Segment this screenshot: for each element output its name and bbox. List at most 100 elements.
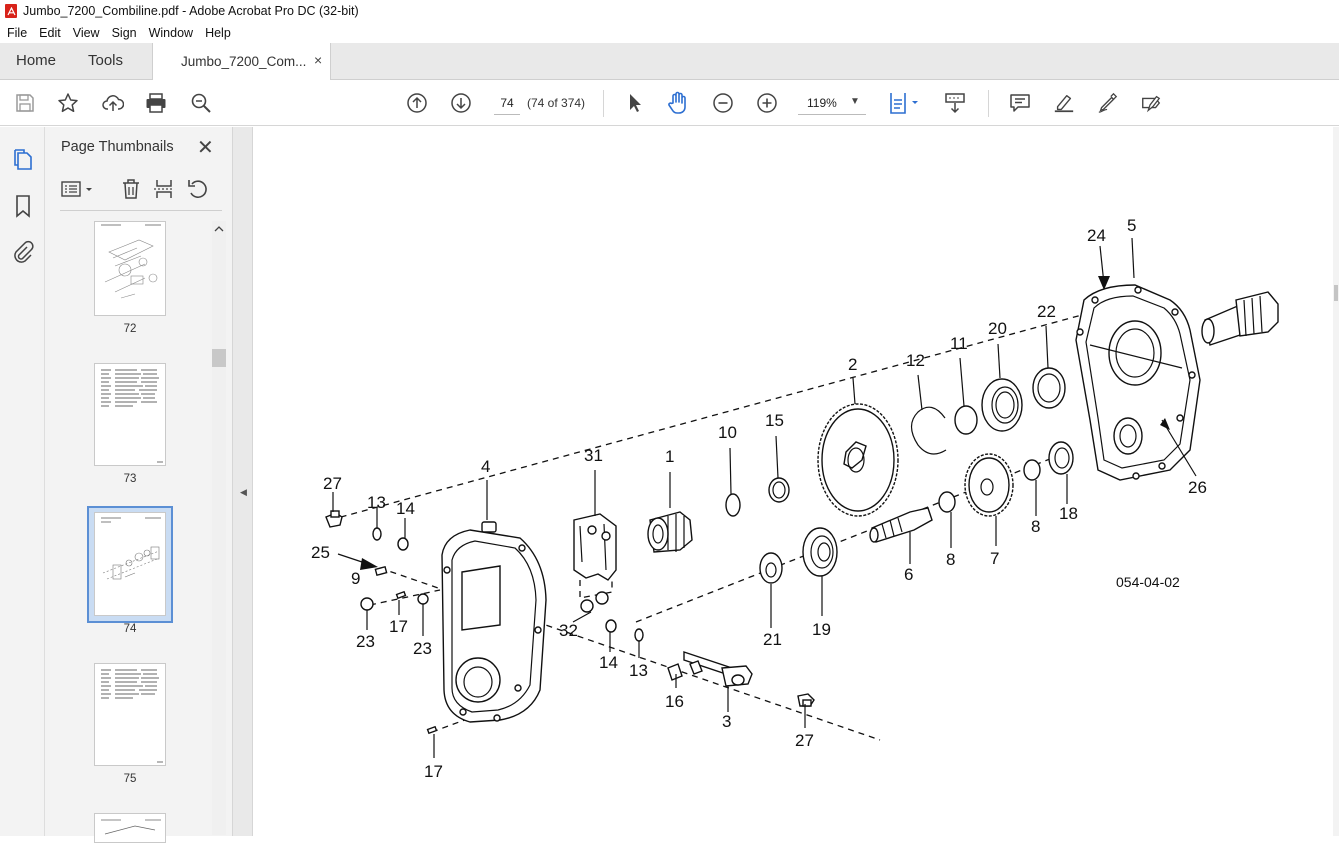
panel-close-button[interactable]: ✕	[197, 137, 214, 159]
part-13-left	[372, 527, 382, 541]
panel-collapse-handle[interactable]: ◀	[233, 127, 253, 836]
toolbar-divider	[988, 90, 989, 117]
part-17-lower	[426, 725, 438, 735]
tab-home[interactable]: Home	[16, 52, 57, 69]
page-down-icon[interactable]	[450, 92, 472, 114]
highlight-icon[interactable]	[1053, 92, 1075, 114]
print-icon[interactable]	[145, 92, 167, 114]
part-12	[910, 406, 947, 455]
part-4-cover	[441, 521, 547, 723]
extract-page-icon[interactable]	[153, 178, 175, 200]
left-rail	[0, 127, 45, 836]
menu-help[interactable]: Help	[205, 25, 231, 40]
callout-31: 31	[584, 446, 603, 465]
tab-document[interactable]: Jumbo_7200_Com... ×	[152, 43, 331, 80]
page-thumbnail-74[interactable]	[94, 512, 166, 616]
hand-tool-icon[interactable]	[667, 91, 689, 114]
save-icon[interactable]	[14, 92, 36, 114]
part-16-b	[689, 660, 703, 675]
part-2-gear	[817, 403, 899, 517]
callout-20: 20	[988, 319, 1007, 338]
menu-view[interactable]: View	[72, 25, 100, 40]
part-15	[768, 477, 790, 503]
leader-lines	[332, 237, 1197, 758]
part-3-shaft	[683, 651, 753, 687]
rotate-page-icon[interactable]	[187, 178, 209, 200]
zoom-select[interactable]: 119% ▼	[798, 91, 866, 115]
page-up-icon[interactable]	[406, 92, 428, 114]
callout-8-left: 8	[946, 550, 955, 569]
document-scrollbar[interactable]	[1333, 127, 1339, 836]
scroll-mode-icon[interactable]	[944, 92, 966, 114]
part-7-gear	[964, 453, 1014, 517]
part-27-left	[325, 510, 343, 528]
document-page[interactable]: 24 5 22 20 11 12 2 15 10 1 31 4 27 13 14…	[254, 127, 1339, 836]
fill-sign-icon[interactable]	[1140, 92, 1162, 114]
callout-24: 24	[1087, 226, 1106, 245]
menu-file[interactable]: File	[7, 25, 28, 40]
menu-sign[interactable]: Sign	[111, 25, 137, 40]
callout-14-right: 14	[599, 653, 618, 672]
select-arrow-icon[interactable]	[624, 92, 646, 114]
part-16-a	[667, 663, 683, 681]
zoom-out-icon[interactable]	[712, 92, 734, 114]
part-21	[759, 552, 783, 584]
document-scrollbar-thumb[interactable]	[1334, 285, 1338, 301]
tab-close-button[interactable]: ×	[314, 52, 323, 68]
part-10	[725, 493, 741, 517]
callout-1: 1	[665, 447, 674, 466]
title-bar: Jumbo_7200_Combiline.pdf - Adobe Acrobat…	[0, 0, 1339, 22]
sign-icon[interactable]	[1097, 92, 1119, 114]
part-27-right	[797, 693, 815, 707]
callout-15: 15	[765, 411, 784, 430]
callout-16: 16	[665, 692, 684, 711]
delete-page-icon[interactable]	[120, 178, 142, 200]
panel-divider	[60, 210, 222, 211]
thumbnail-label-73: 73	[123, 473, 137, 485]
zoom-in-icon[interactable]	[756, 92, 778, 114]
callout-27-right: 27	[795, 731, 814, 750]
zoom-search-icon[interactable]	[190, 92, 212, 114]
callout-8-right: 8	[1031, 517, 1040, 536]
thumbnail-options-icon[interactable]	[60, 178, 96, 200]
menu-bar: File Edit View Sign Window Help	[0, 22, 1339, 43]
callout-22: 22	[1037, 302, 1056, 321]
menu-window[interactable]: Window	[148, 25, 194, 40]
part-19-bearing	[802, 527, 838, 577]
chevron-down-icon: ▼	[850, 96, 860, 107]
callout-25: 25	[311, 543, 330, 562]
tab-document-label: Jumbo_7200_Com...	[181, 54, 307, 69]
thumbnail-label-72: 72	[123, 323, 137, 335]
callout-2: 2	[848, 355, 857, 374]
menu-edit[interactable]: Edit	[39, 25, 61, 40]
part-1-coupling	[647, 511, 693, 553]
arrow-26-head	[1160, 418, 1170, 430]
bookmark-icon[interactable]	[11, 194, 35, 218]
upload-icon[interactable]	[102, 92, 124, 114]
callout-17-lower: 17	[424, 762, 443, 781]
callout-23-right: 23	[413, 639, 432, 658]
tab-tools[interactable]: Tools	[88, 52, 124, 69]
page-thumbnail-75[interactable]	[94, 663, 166, 766]
part-8-right	[1023, 459, 1041, 481]
fit-page-icon[interactable]	[888, 92, 922, 114]
comment-icon[interactable]	[1009, 92, 1031, 114]
page-thumbnail-73[interactable]	[94, 363, 166, 466]
page-thumbnail-76[interactable]	[94, 813, 166, 843]
part-32-a	[580, 599, 594, 613]
page-thumbnail-72[interactable]	[94, 221, 166, 316]
part-31-bracket	[573, 513, 617, 599]
thumbnail-scrollbar[interactable]	[212, 221, 226, 835]
tab-bar: Home Tools Jumbo_7200_Com... ×	[0, 43, 1339, 80]
arrow-24-head	[1098, 276, 1110, 290]
page-thumbnails-icon[interactable]	[11, 148, 35, 172]
part-32-b	[595, 591, 609, 605]
scrollbar-thumb[interactable]	[212, 349, 226, 367]
thumbnail-panel: Page Thumbnails ✕ 72	[45, 127, 233, 843]
attachment-icon[interactable]	[11, 240, 35, 264]
output-shaft	[1201, 291, 1279, 346]
star-icon[interactable]	[57, 92, 79, 114]
part-13-right	[634, 628, 644, 642]
callout-6: 6	[904, 565, 913, 584]
page-number-input[interactable]: 74	[494, 91, 520, 115]
